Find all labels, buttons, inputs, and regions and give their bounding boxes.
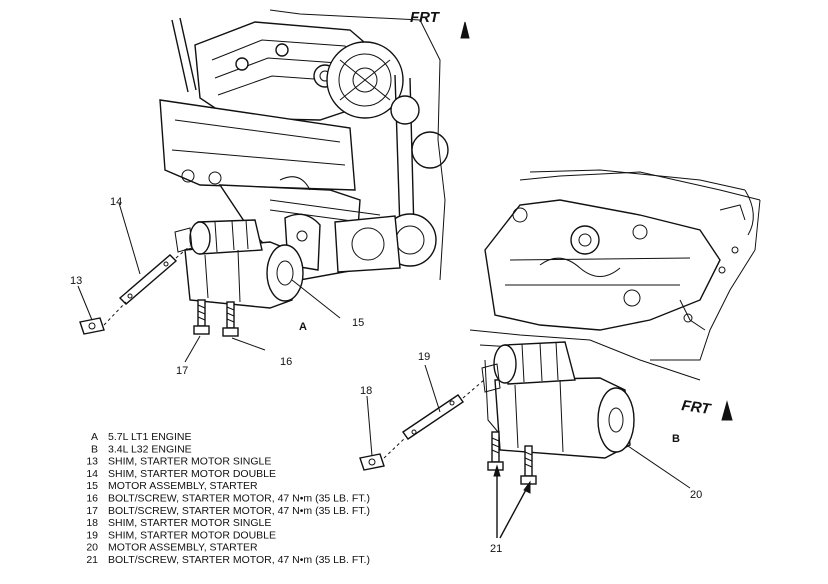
legend-key-a: A <box>91 431 98 443</box>
legend-text-20: MOTOR ASSEMBLY, STARTER <box>108 542 258 554</box>
frt-label-top: FRT <box>410 9 441 26</box>
callout-17: 17 <box>176 365 188 377</box>
section-label-b: B <box>672 433 680 445</box>
callout-15: 15 <box>352 317 364 329</box>
legend-key-18: 18 <box>86 517 98 529</box>
legend-text-13: SHIM, STARTER MOTOR SINGLE <box>108 456 271 468</box>
legend-text-15: MOTOR ASSEMBLY, STARTER <box>108 480 258 492</box>
legend-key-21: 21 <box>86 554 98 566</box>
legend-key-16: 16 <box>86 493 98 505</box>
callout-14: 14 <box>110 196 122 208</box>
engine-a-illustration <box>159 9 449 281</box>
callout-19: 19 <box>418 351 430 363</box>
frt-indicator-right: FRT <box>680 397 733 421</box>
legend-key-14: 14 <box>86 468 98 480</box>
callout-18: 18 <box>360 385 372 397</box>
shim-double-part-19 <box>402 394 464 440</box>
legend-text-18: SHIM, STARTER MOTOR SINGLE <box>108 517 271 529</box>
callout-13: 13 <box>70 275 82 287</box>
engine-b-illustration <box>469 169 761 381</box>
frt-arrow-top-icon <box>460 21 470 39</box>
legend-text-17: BOLT/SCREW, STARTER MOTOR, 47 N•m (35 LB… <box>108 505 370 517</box>
callout-20: 20 <box>690 489 702 501</box>
legend-text-16: BOLT/SCREW, STARTER MOTOR, 47 N•m (35 LB… <box>108 493 370 505</box>
section-label-a: A <box>299 321 307 333</box>
callout-16: 16 <box>280 356 292 368</box>
legend-key-19: 19 <box>86 529 98 541</box>
shim-single-part-18 <box>359 453 385 471</box>
bolt-part-16 <box>222 301 239 337</box>
legend-text-b: 3.4L L32 ENGINE <box>108 443 192 455</box>
shim-single-part-13 <box>79 317 105 335</box>
frt-arrow-right-icon <box>721 400 733 421</box>
legend-key-17: 17 <box>86 505 98 517</box>
legend-text-19: SHIM, STARTER MOTOR DOUBLE <box>108 529 276 541</box>
legend-text-14: SHIM, STARTER MOTOR DOUBLE <box>108 468 276 480</box>
frt-label-right: FRT <box>680 397 713 418</box>
bolt-part-17 <box>193 299 210 335</box>
legend-key-b: B <box>91 443 98 455</box>
legend-key-20: 20 <box>86 542 98 554</box>
starter-motor-a-part-15 <box>174 219 304 309</box>
legend-text-a: 5.7L LT1 ENGINE <box>108 431 191 443</box>
callout-21: 21 <box>490 543 502 555</box>
legend-text-21: BOLT/SCREW, STARTER MOTOR, 47 N•m (35 LB… <box>108 554 370 566</box>
frt-indicator-top: FRT <box>410 9 470 39</box>
legend-key-13: 13 <box>86 456 98 468</box>
shim-double-part-14 <box>118 254 178 305</box>
legend-key-15: 15 <box>86 480 98 492</box>
starter-motor-b-part-20 <box>481 341 635 459</box>
